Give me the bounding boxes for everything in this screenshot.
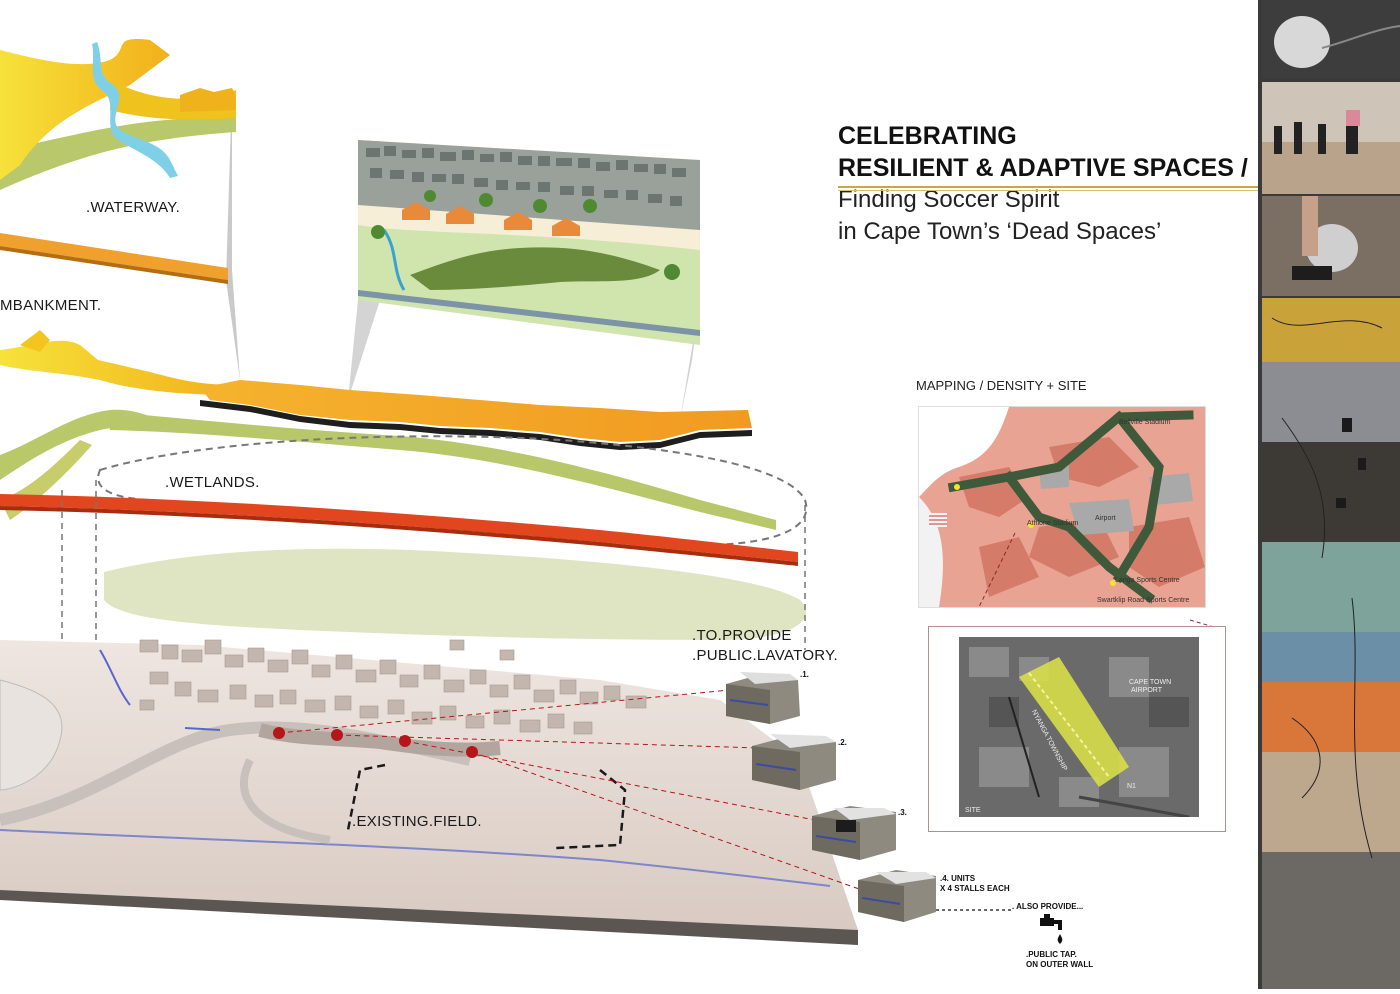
photo-ball-foot	[1262, 196, 1400, 296]
lavatory-heading: .TO.PROVIDE .PUBLIC.LAVATORY.	[692, 626, 838, 666]
subtitle-line-1: Finding Soccer Spirit	[838, 186, 1060, 213]
map1-label-bellville: Bellville Stadium	[1119, 419, 1171, 426]
map2-label-n1: N1	[1127, 783, 1136, 790]
tap-icon	[1040, 914, 1063, 944]
site-map-aerial: CAPE TOWN AIRPORT NYANGA TOWNSHIP N1 SIT…	[959, 637, 1199, 817]
site-map-graphic	[959, 637, 1199, 817]
also-provide-label: . ALSO PROVIDE...	[1012, 902, 1084, 911]
map1-label-airport: Airport	[1095, 515, 1116, 522]
lavatory-unit-2	[752, 734, 836, 790]
lavatory-heading-line-2: .PUBLIC.LAVATORY.	[692, 647, 838, 664]
public-tap-line-1: .PUBLIC TAP.	[1026, 950, 1077, 959]
label-wetlands: .WETLANDS.	[165, 474, 260, 491]
unit-number-3: .3.	[898, 808, 907, 817]
title-line-1: CELEBRATING	[838, 122, 1017, 150]
subtitle-line-2: in Cape Town’s ‘Dead Spaces’	[838, 218, 1162, 245]
map2-label-cape-town: CAPE TOWN	[1129, 679, 1172, 686]
public-tap-label: .PUBLIC TAP. ON OUTER WALL	[1026, 950, 1093, 970]
aerial-render-panel	[348, 140, 700, 420]
title-line-2: RESILIENT & ADAPTIVE SPACES /	[838, 154, 1248, 182]
photo-shack-collage	[1262, 298, 1400, 989]
lavatory-unit-4	[858, 870, 936, 922]
map2-label-airport: AIRPORT	[1131, 687, 1162, 694]
site-map: CAPE TOWN AIRPORT NYANGA TOWNSHIP N1 SIT…	[928, 626, 1226, 832]
unit-number-2: .2.	[838, 738, 847, 747]
site-layers-diagram	[0, 39, 1063, 945]
unit-number-1: .1.	[800, 670, 809, 679]
photo-collage-strip	[1258, 0, 1400, 989]
photo-soccer-ball	[1262, 0, 1400, 78]
title-block: CELEBRATING RESILIENT & ADAPTIVE SPACES …	[838, 120, 1248, 248]
map2-label-site: SITE	[965, 807, 981, 814]
photo-players	[1262, 82, 1400, 194]
title-rule	[838, 186, 1258, 188]
lavatory-unit-1	[726, 672, 800, 724]
label-waterway: .WATERWAY.	[86, 199, 181, 216]
mapping-title: MAPPING / DENSITY + SITE	[916, 378, 1087, 393]
density-map: Athlone Stadium Airport Swartklip Road S…	[918, 406, 1206, 608]
units-note: .4. UNITS X 4 STALLS EACH	[940, 874, 1010, 894]
public-tap-line-2: ON OUTER WALL	[1026, 960, 1094, 969]
waterway-layer	[0, 39, 240, 380]
map1-label-athlone: Athlone Stadium	[1027, 520, 1079, 527]
map1-label-swartklip: Swartklip Road Sports Centre	[1097, 597, 1190, 604]
label-existing-field: .EXISTING.FIELD.	[352, 813, 482, 830]
density-map-graphic	[919, 407, 1205, 607]
map1-label-langa: Langa Sports Centre	[1115, 577, 1180, 584]
units-note-line-1: .4. UNITS	[940, 874, 976, 883]
title-rule-thin	[838, 190, 1268, 191]
existing-field-layer	[0, 639, 863, 945]
lavatory-units	[726, 672, 1063, 944]
lavatory-unit-3	[812, 806, 896, 860]
units-note-line-2: X 4 STALLS EACH	[940, 884, 1010, 893]
lavatory-heading-line-1: .TO.PROVIDE	[692, 627, 792, 644]
label-embankment: MBANKMENT.	[0, 297, 102, 314]
